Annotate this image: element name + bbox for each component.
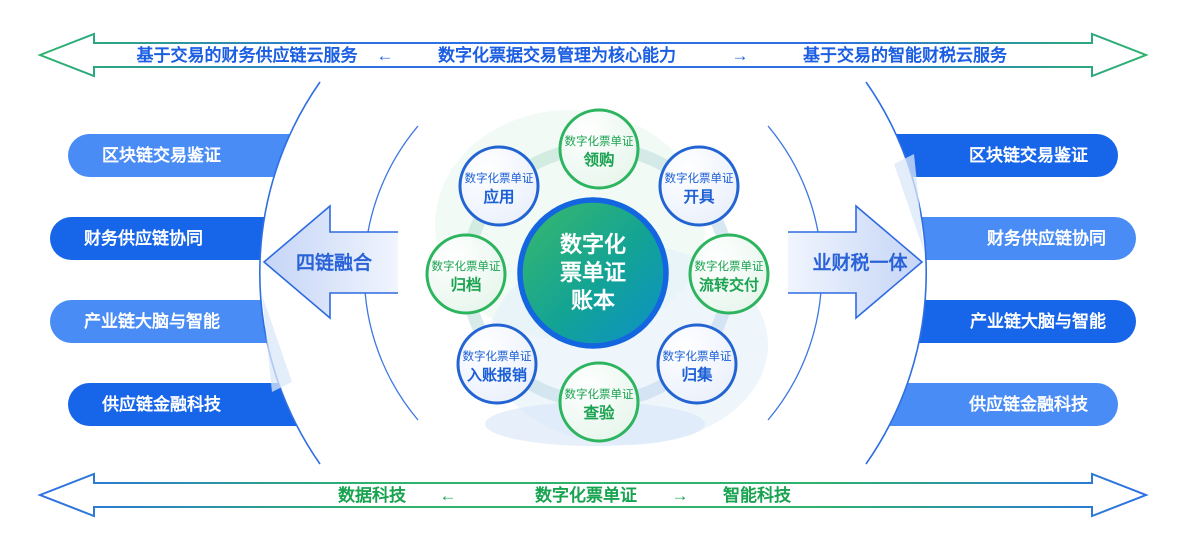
pill-supply-chain-fintech-left: 供应链金融科技 <box>68 383 320 426</box>
outer-arc-left <box>259 81 321 465</box>
flow-arrow-right-outline <box>788 204 924 320</box>
satellite-reimbursement-prefix: 数字化票单证 <box>463 349 532 363</box>
satellite-application-circle <box>458 145 540 227</box>
satellite-archiving: 数字化票单证 归档 <box>425 233 507 315</box>
flow-arrow-left-label: 四链融合 <box>296 251 373 274</box>
bottom-banner: 数据科技 ← 数字化票单证 → 智能科技 <box>37 472 1149 518</box>
satellite-collection-circle <box>656 323 738 405</box>
hub-circle <box>517 197 669 349</box>
hub-line1: 数字化 <box>560 232 626 257</box>
satellite-reimbursement-label: 入账报销 <box>467 366 527 384</box>
satellite-reimbursement: 数字化票单证 入账报销 <box>456 323 538 405</box>
top-banner-right-arrow-icon: → <box>732 46 749 65</box>
bottom-banner-right-label: 智能科技 <box>723 485 792 505</box>
satellite-archiving-prefix: 数字化票单证 <box>432 259 501 273</box>
satellite-archiving-label: 归档 <box>450 275 481 294</box>
top-banner-right-label: 基于交易的智能财税云服务 <box>802 45 1008 65</box>
satellite-issuance-prefix: 数字化票单证 <box>665 171 734 185</box>
satellite-issuance: 数字化票单证 开具 <box>658 145 740 227</box>
pill-blockchain-verification-left: 区块链交易鉴证 <box>68 134 320 177</box>
bottom-banner-left-label: 数据科技 <box>338 485 407 505</box>
satellite-transfer-delivery-prefix: 数字化票单证 <box>695 259 764 273</box>
flow-arrow-right: 业财税一体 <box>788 204 924 320</box>
hub-line3: 账本 <box>571 288 615 313</box>
bottom-banner-shape <box>37 472 1149 518</box>
bottom-banner-center-label: 数字化票单证 <box>535 485 637 505</box>
decorative-wedge-right <box>894 154 924 251</box>
hub-line2: 票单证 <box>560 260 626 285</box>
satellite-issuance-circle <box>658 145 740 227</box>
outer-arc-right <box>865 81 927 465</box>
flow-arrow-right-label: 业财税一体 <box>812 251 908 274</box>
satellite-application: 数字化票单证 应用 <box>458 145 540 227</box>
top-banner-left-label: 基于交易的财务供应链云服务 <box>136 45 359 65</box>
satellite-application-prefix: 数字化票单证 <box>465 171 534 185</box>
satellite-purchase-circle <box>558 108 640 190</box>
satellite-reimbursement-circle <box>456 323 538 405</box>
satellite-purchase: 数字化票单证 领购 <box>558 108 640 190</box>
satellite-issuance-label: 开具 <box>683 188 715 206</box>
top-banner-left-arrow-icon: ← <box>377 46 394 65</box>
hub: 数字化 票单证 账本 <box>517 197 669 349</box>
top-banner-center-label: 数字化票据交易管理为核心能力 <box>438 45 676 65</box>
satellite-application-label: 应用 <box>483 187 514 206</box>
satellite-collection-label: 归集 <box>681 365 713 384</box>
flow-arrow-left-outline <box>262 204 398 320</box>
top-banner: 基于交易的财务供应链云服务 ← 数字化票据交易管理为核心能力 → 基于交易的智能… <box>37 32 1149 78</box>
satellite-transfer-delivery: 数字化票单证 流转交付 <box>688 233 770 315</box>
pill-supply-chain-fintech-right: 供应链金融科技 <box>866 383 1118 426</box>
bottom-banner-left-arrow-icon: ← <box>440 486 457 505</box>
satellite-verification-label: 查验 <box>583 403 615 422</box>
bottom-banner-right-arrow-icon: → <box>672 486 689 505</box>
satellite-verification-circle <box>558 361 640 443</box>
satellite-verification: 数字化票单证 查验 <box>558 361 640 443</box>
satellite-collection: 数字化票单证 归集 <box>656 323 738 405</box>
satellite-archiving-circle <box>425 233 507 315</box>
flow-arrow-left: 四链融合 <box>262 204 398 320</box>
satellite-transfer-delivery-circle <box>688 233 770 315</box>
satellite-verification-prefix: 数字化票单证 <box>565 387 634 401</box>
decorative-wedge-left <box>262 295 292 392</box>
top-banner-shape <box>37 32 1149 78</box>
satellite-purchase-prefix: 数字化票单证 <box>565 134 634 148</box>
satellite-collection-prefix: 数字化票单证 <box>663 349 732 363</box>
satellite-transfer-delivery-label: 流转交付 <box>699 276 759 294</box>
satellite-purchase-label: 领购 <box>583 150 614 169</box>
